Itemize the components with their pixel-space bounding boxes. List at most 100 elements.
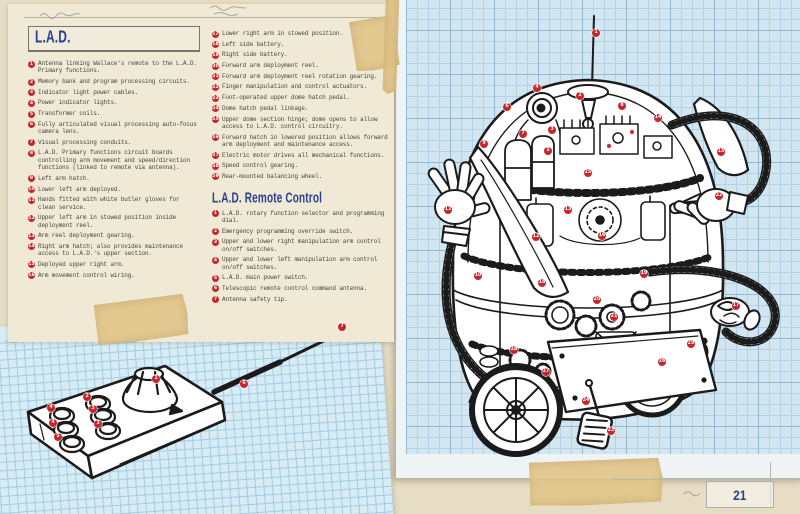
remote-title: L.A.D. Remote Control [212,189,323,206]
list-item-text: Forward hatch in lowered position allows… [222,133,388,148]
callout-badge: 11 [28,196,35,204]
list-item-text: Indicator light power cables. [38,88,139,96]
list-item-text: Arm movement control wiring. [38,271,135,279]
callout-badge: 7 [212,296,219,304]
list-item: 3 Indicator light power cables. [28,89,200,97]
list-item: 1 L.A.D. rotary function selector and pr… [212,210,390,225]
list-item-text: Dome hatch pedal linkage. [222,104,309,112]
robot-illustration [427,15,780,457]
list-item: 5 L.A.D. main power switch. [212,274,390,282]
list-item: 10 Lower left arm deployed. [28,186,200,194]
panel-column-1: L.A.D. 1 Antenna linking Wallace's remot… [28,22,200,306]
callout-badge: 19 [212,51,219,59]
list-item: 27 Electric motor drives all mechanical … [212,151,390,159]
callout-badge: 10 [28,186,35,194]
list-item: 15 Deployed upper right arm. [28,261,200,269]
list-item-text: Deployed upper right arm. [38,260,125,268]
pencil-scribble [39,12,81,19]
list-item: 2 Emergency programming override switch. [212,228,390,236]
page-number-box: 21 [706,481,774,508]
footer-rule [612,479,800,480]
list-item: 4 Upper and lower left manipulation arm … [212,256,390,271]
list-item-text: Right side battery. [222,51,288,59]
upper-right-glove [669,188,749,225]
callout-badge: 2 [212,228,219,236]
list-item: 5 Transformer coils. [28,110,200,118]
list-item: 20 Forward arm deployment reel. [212,62,390,70]
list-item: 16 Arm movement control wiring. [28,272,200,280]
pencil-scribble [683,491,701,497]
list-item-text: Arm reel deployment gearing. [38,232,135,240]
masking-tape [526,458,663,508]
callout-badge: 12 [28,214,35,222]
list-item: 25 Upper dome section hinge; dome opens … [212,116,390,131]
list-item: 6 Fully articulated visual processing au… [28,121,200,136]
callout-badge: 6 [28,121,35,129]
list-item-text: L.A.D. Primary functions circuit boards … [38,149,190,172]
left-wheel [468,363,564,457]
list-item: 9 Left arm hatch. [28,175,200,183]
callout-badge: 3 [212,238,219,246]
callout-badge: 8 [28,149,35,157]
callout-badge: 28 [212,162,219,170]
lad-list-1: 1 Antenna linking Wallace's remote to th… [28,60,200,282]
list-item-text: Upper and lower right manipulation arm c… [222,238,381,253]
list-item-text: L.A.D. main power switch. [222,274,309,282]
list-item: 8 L.A.D. Primary functions circuit board… [28,149,200,171]
list-item-text: Left side battery. [222,40,285,48]
list-item: 28 Speed control gearing. [212,162,390,170]
callout-badge: 6 [212,285,219,293]
list-item-text: Memory bank and program processing circu… [38,78,190,85]
list-item-text: Finger manipulation and control actuator… [222,83,367,91]
list-item: 26 Forward hatch in lowered position all… [212,134,390,149]
panel-rule [24,17,382,18]
callout-badge: 13 [28,232,35,240]
page-number: 21 [733,486,747,503]
callout-badge: 22 [212,83,219,91]
callout-badge: 16 [28,272,35,280]
list-item-text: Emergency programming override switch. [222,227,354,235]
upper-right-arm [667,111,772,225]
callout-badge: 4 [28,99,35,107]
callout-badge: 14 [28,243,35,251]
foot-pedal [576,379,613,450]
callout-badge: 7 [28,139,35,147]
list-item-text: Fully articulated visual processing auto… [38,120,197,136]
list-item: 18 Left side battery. [212,41,390,49]
list-item-text: Foot-operated upper dome hatch pedal. [222,94,350,102]
list-item: 2 Memory bank and program processing cir… [28,78,200,86]
list-item-text: Antenna safety tip. [222,295,288,303]
annotation-panel: L.A.D. 1 Antenna linking Wallace's remot… [8,4,394,342]
list-item-text: Upper dome section hinge; dome opens to … [222,115,378,130]
callout-badge: 25 [212,116,219,123]
list-item-text: Forward arm deployment reel. [222,62,319,70]
callout-badge: 3 [28,89,35,97]
list-item-text: Visual processing conduits. [38,138,132,146]
left-glove [427,158,491,247]
list-item: 12 Upper left arm in stowed position ins… [28,214,200,229]
callout-badge: 5 [212,274,219,282]
list-item: 19 Right side battery. [212,51,390,59]
callout-badge: 1 [28,60,35,68]
list-item: 29 Rear-mounted balancing wheel. [212,173,390,181]
list-item-text: Telescopic remote control command antenn… [222,284,367,292]
list-item: 3 Upper and lower right manipulation arm… [212,238,390,253]
list-item-text: Rear-mounted balancing wheel. [222,172,323,180]
callout-badge: 20 [212,62,219,70]
list-item: 13 Arm reel deployment gearing. [28,232,200,240]
callout-badge: 2 [28,78,35,86]
callout-badge: 21 [212,73,219,81]
list-item: 7 Antenna safety tip. [212,296,390,304]
panel-column-2: 17 Lower right arm in stowed position. 1… [212,22,390,306]
list-item-text: Left arm hatch. [38,174,90,182]
list-item-text: Forward arm deployment reel rotation gea… [222,72,378,80]
pencil-scribble [209,5,247,16]
lad-title: L.A.D. [35,27,71,48]
list-item-text: Electric motor drives all mechanical fun… [222,151,385,159]
list-item-text: Power indicator lights. [38,99,118,107]
forward-hatch [546,328,718,414]
list-item: 24 Dome hatch pedal linkage. [212,105,390,113]
list-item: 11 Hands fitted with white butler gloves… [28,196,200,211]
camera-lens [512,92,563,151]
